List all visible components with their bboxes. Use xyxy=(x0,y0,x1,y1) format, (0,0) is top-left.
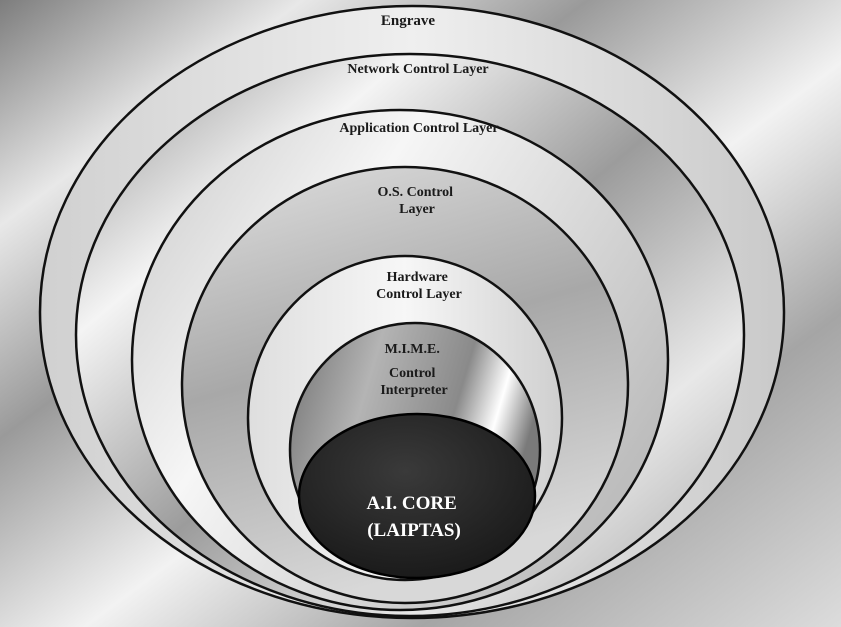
label-ai-core: A.I. CORE (LAIPTAS) xyxy=(366,493,461,541)
label-engrave: Engrave xyxy=(381,13,436,29)
label-network-control-layer: Network Control Layer xyxy=(347,62,488,77)
label-mime-control-interpreter: M.I.M.E. Control Interpreter xyxy=(380,342,447,398)
label-os-control-layer: O.S. Control Layer xyxy=(377,185,456,217)
ai-core-disc xyxy=(297,412,537,580)
label-hardware-control-layer: Hardware Control Layer xyxy=(376,270,462,302)
label-application-control-layer: Application Control Layer xyxy=(339,121,498,136)
